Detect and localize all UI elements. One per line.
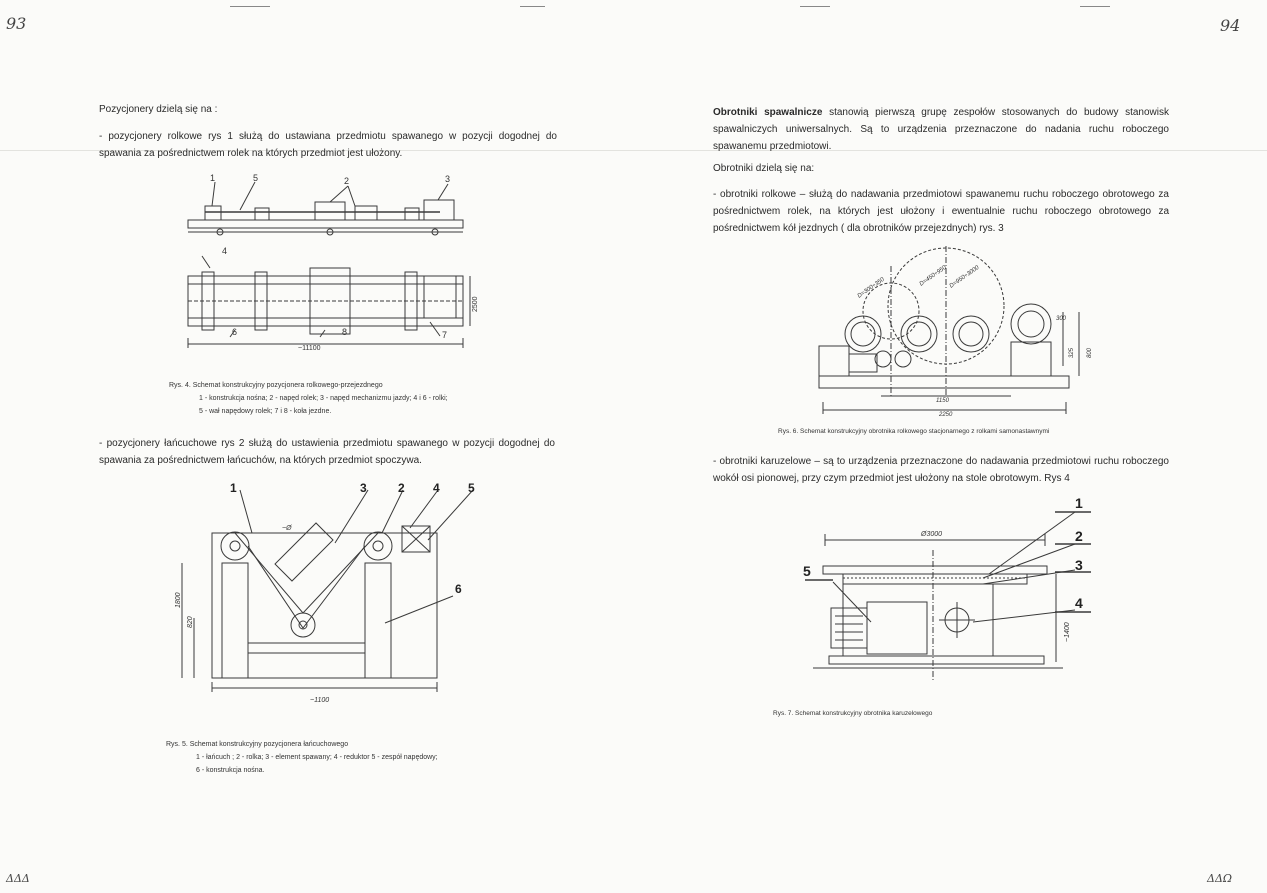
fig5-callout-2: 2 — [398, 481, 405, 495]
figure-obrotnik-rolkowy: D=300÷350 D=450÷950 D=950÷3000 300 325 8… — [811, 246, 1111, 418]
figure-rolkowy-pozycjoner: 1 5 2 3 4 6 8 7 ~11100 2500 — [180, 172, 490, 352]
fig5-caption-line2: 6 - konstrukcja nośna. — [196, 767, 265, 774]
paragraph-obrotniki-intro-text: stanowią pierwszą grupę zespołów stosowa… — [713, 107, 1169, 152]
fig6-dim-1150: 1150 — [936, 398, 950, 404]
paragraph-pozycjonery-lancuchowe: - pozycjonery łańcuchowe rys 2 służą do … — [99, 438, 555, 466]
fig6-dim-d-small: D=300÷350 — [857, 276, 887, 299]
figure-obrotnik-karuzelowy: 1 2 3 4 5 Ø3000 ~1400 — [773, 492, 1113, 692]
page-number-right: 94 — [1220, 16, 1241, 35]
scan-artifact-top — [230, 6, 270, 7]
fig4-callout-4: 4 — [222, 246, 227, 256]
fig6-dim-d-large: D=950÷3000 — [949, 265, 981, 290]
fig7-callout-4: 4 — [1075, 595, 1083, 611]
fig5-callout-3: 3 — [360, 481, 367, 495]
fig5-caption-line1: 1 - łańcuch ; 2 - rolka; 3 - element spa… — [196, 754, 438, 761]
scan-artifact-top — [520, 6, 545, 7]
scan-artifact-top — [1080, 6, 1110, 7]
paragraph-obrotniki-rolkowe: - obrotniki rolkowe – służą do nadawania… — [713, 189, 1169, 234]
fig6-dim-2250: 2250 — [938, 412, 953, 418]
fig4-callout-3: 3 — [445, 174, 450, 184]
fig4-dim-length: ~11100 — [298, 345, 321, 352]
fig7-dim-height: ~1400 — [1064, 622, 1071, 642]
fig4-callout-1: 1 — [210, 173, 215, 183]
fig5-dim-diameter: ~Ø — [282, 525, 292, 532]
fig4-callout-2: 2 — [344, 176, 349, 186]
fig5-drawing: 1 3 2 4 5 6 ~1100 1800 820 ~Ø — [175, 481, 475, 704]
fig5-dim-height2: 820 — [187, 616, 194, 628]
fig7-callout-3: 3 — [1075, 557, 1083, 573]
fig7-drawing: 1 2 3 4 5 Ø3000 ~1400 — [803, 495, 1091, 682]
fig4-caption-line2: 5 - wał napędowy rolek; 7 i 8 - koła jez… — [199, 408, 332, 415]
figure-lancuchowy-pozycjoner: 1 3 2 4 5 6 ~1100 1800 820 ~Ø — [170, 478, 490, 710]
fig6-dim-300: 300 — [1056, 316, 1067, 322]
fig4-caption: Rys. 4. Schemat konstrukcyjny pozycjoner… — [169, 379, 609, 418]
fig4-callout-6: 6 — [232, 327, 237, 337]
fig6-dim-800: 800 — [1087, 347, 1093, 358]
right-page: 94 ΔΔΩ Obrotniki spawalnicze stanowią pi… — [633, 0, 1267, 893]
fig4-callout-5: 5 — [253, 173, 258, 183]
intro-pozycjonery: Pozycjonery dzielą się na : — [99, 104, 218, 115]
fig5-callout-6: 6 — [455, 582, 462, 596]
footer-mark-right: ΔΔΩ — [1207, 872, 1233, 885]
fig7-callout-5: 5 — [803, 563, 811, 579]
left-page: 93 ΔΔΔ Pozycjonery dzielą się na : - poz… — [0, 0, 633, 893]
footer-mark-left: ΔΔΔ — [6, 872, 30, 885]
fig4-dim-width: 2500 — [472, 296, 479, 312]
fig7-callout-1: 1 — [1075, 495, 1083, 511]
fig4-drawing: 1 5 2 3 4 6 8 7 ~11100 2500 — [187, 173, 479, 352]
scan-artifact-line — [0, 150, 1267, 151]
paragraph-obrotniki-karuzelowe: - obrotniki karuzelowe – są to urządzeni… — [713, 456, 1169, 484]
fig6-dim-d-mid: D=450÷950 — [919, 264, 949, 287]
fig6-dim-325: 325 — [1069, 347, 1075, 358]
fig4-caption-line1: 1 - konstrukcja nośna; 2 - napęd rolek; … — [199, 395, 448, 402]
paragraph-pozycjonery-rolkowe: - pozycjonery rolkowe rys 1 służą do ust… — [99, 131, 557, 159]
scan-artifact-top — [800, 6, 830, 7]
fig5-callout-5: 5 — [468, 481, 475, 495]
fig7-callout-2: 2 — [1075, 528, 1083, 544]
fig4-callout-7: 7 — [442, 330, 447, 340]
paragraph-obrotniki-intro: Obrotniki spawalnicze stanowią pierwszą … — [713, 104, 1169, 155]
page-number-left: 93 — [6, 14, 27, 33]
fig6-caption: Rys. 6. Schemat konstrukcyjny obrotnika … — [778, 428, 1050, 435]
fig5-callout-4: 4 — [433, 481, 440, 495]
fig5-callout-1: 1 — [230, 481, 237, 495]
fig4-callout-8: 8 — [342, 327, 347, 337]
line-obrotniki-dziela: Obrotniki dzielą się na: — [713, 163, 815, 174]
fig7-caption: Rys. 7. Schemat konstrukcyjny obrotnika … — [773, 710, 933, 717]
fig7-dim-diameter: Ø3000 — [920, 531, 942, 538]
fig5-dim-width: ~1100 — [310, 697, 329, 704]
fig5-caption-title: Rys. 5. Schemat konstrukcyjny pozycjoner… — [166, 741, 349, 748]
fig4-caption-title: Rys. 4. Schemat konstrukcyjny pozycjoner… — [169, 382, 383, 389]
term-obrotniki-spawalnicze: Obrotniki spawalnicze — [713, 107, 823, 118]
fig5-caption: Rys. 5. Schemat konstrukcyjny pozycjoner… — [166, 738, 606, 777]
fig5-dim-height1: 1800 — [175, 592, 182, 608]
fig6-drawing: D=300÷350 D=450÷950 D=950÷3000 300 325 8… — [818, 246, 1093, 418]
